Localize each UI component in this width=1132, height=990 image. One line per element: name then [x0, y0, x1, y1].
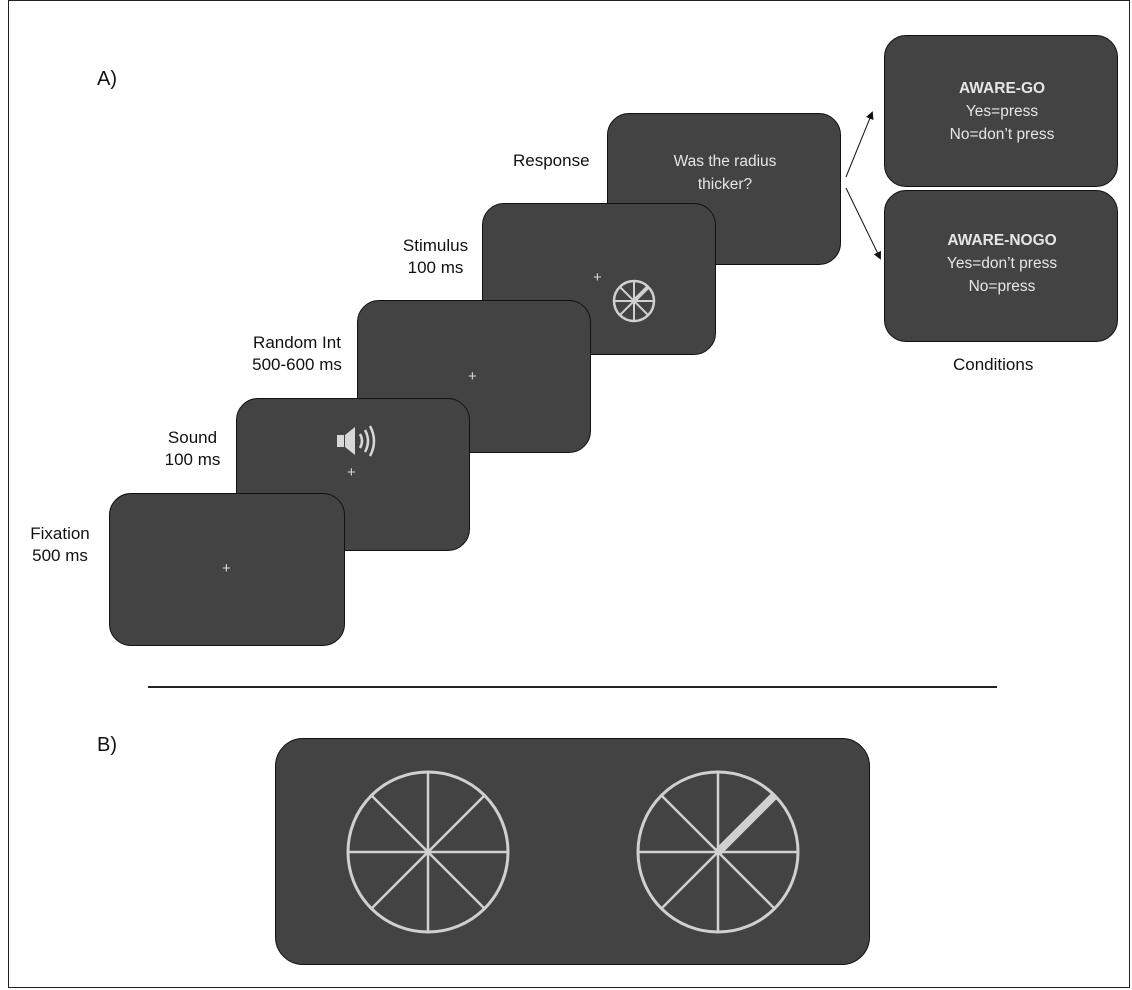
- stimulus-example-screen: [275, 738, 870, 965]
- sound-label: Sound 100 ms: [155, 427, 230, 471]
- fixation-label-duration: 500 ms: [32, 546, 88, 565]
- standard-wheel: [346, 770, 510, 934]
- aware-nogo-screen: AWARE-NOGO Yes=don’t press No=press: [884, 190, 1118, 342]
- response-question-line1: Was the radius: [673, 153, 777, 170]
- response-label: Response: [513, 151, 590, 170]
- fixation-screen: +: [109, 493, 345, 646]
- sound-label-name: Sound: [167, 428, 218, 447]
- aware-go-text: AWARE-GO Yes=press No=don’t press: [885, 77, 1119, 146]
- thick-radius-wheel: [636, 770, 800, 934]
- aware-nogo-text: AWARE-NOGO Yes=don’t press No=press: [885, 229, 1119, 298]
- sound-label-duration: 100 ms: [164, 450, 221, 469]
- response-question: Was the radius thicker?: [608, 150, 842, 196]
- fixation-label: Fixation 500 ms: [19, 523, 101, 567]
- random-int-fixation-cross: +: [468, 368, 477, 385]
- aware-go-line2: No=don’t press: [949, 126, 1055, 143]
- conditions-label: Conditions: [953, 355, 1034, 374]
- arrow-to-aware-go: [845, 111, 874, 178]
- stimulus-fixation-cross: +: [593, 269, 602, 286]
- random-int-label: Random Int 500-600 ms: [243, 332, 351, 376]
- wheel-icon: [612, 279, 656, 323]
- fixation-cross: +: [222, 560, 231, 577]
- panel-a-label: A): [97, 68, 117, 90]
- aware-go-screen: AWARE-GO Yes=press No=don’t press: [884, 35, 1118, 187]
- random-int-label-name: Random Int: [253, 333, 341, 352]
- stimulus-label-duration: 100 ms: [407, 258, 464, 277]
- aware-go-line1: Yes=press: [965, 103, 1039, 120]
- figure-frame: [8, 0, 1130, 988]
- wheels-illustration: [346, 770, 800, 934]
- speaker-icon: [337, 425, 376, 457]
- stimulus-label-name: Stimulus: [402, 236, 469, 255]
- random-int-label-duration: 500-600 ms: [252, 355, 342, 374]
- panel-divider: [148, 686, 997, 688]
- panel-b-label: B): [97, 734, 117, 756]
- aware-nogo-line1: Yes=don’t press: [946, 255, 1058, 272]
- sound-fixation-cross: +: [347, 464, 356, 481]
- stimulus-label: Stimulus 100 ms: [393, 235, 478, 279]
- aware-nogo-title: AWARE-NOGO: [947, 232, 1057, 249]
- aware-go-title: AWARE-GO: [958, 80, 1046, 97]
- fixation-label-name: Fixation: [30, 524, 90, 543]
- arrow-to-aware-nogo: [845, 187, 881, 260]
- aware-nogo-line2: No=press: [968, 278, 1036, 295]
- response-question-line2: thicker?: [697, 176, 753, 193]
